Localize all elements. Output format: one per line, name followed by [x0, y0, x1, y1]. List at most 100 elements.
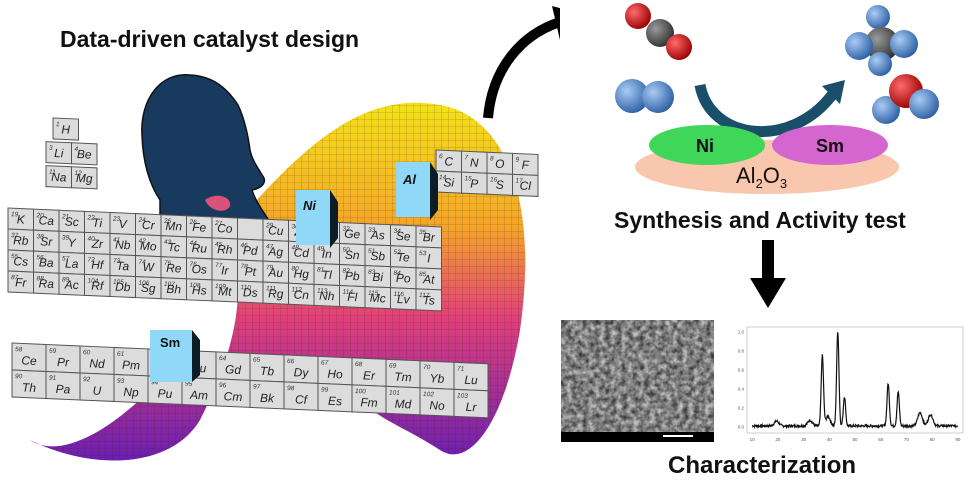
atomic-number: 81 — [317, 266, 325, 273]
element-tile: 4Be — [71, 142, 98, 166]
element-symbol: Cd — [294, 245, 310, 260]
atomic-number: 9 — [516, 156, 520, 163]
design-title: Data-driven catalyst design — [60, 26, 360, 52]
al-cube-label: Al — [402, 172, 416, 187]
atomic-number: 61 — [117, 351, 125, 358]
element-symbol: Dy — [294, 365, 310, 380]
curved-arrow-icon — [483, 6, 560, 119]
atomic-number: 17 — [516, 177, 524, 184]
element-symbol: Y — [68, 236, 77, 250]
atomic-number: 41 — [113, 237, 121, 244]
atomic-number: 22 — [87, 214, 96, 221]
reaction-scheme: Ni Sm Al2O3 — [615, 3, 939, 194]
atomic-number: 11 — [49, 169, 56, 176]
atomic-number: 45 — [215, 241, 223, 248]
support-formula: Al2O3 — [736, 163, 787, 191]
sm-cube: Sm — [150, 330, 200, 382]
atomic-number: 90 — [15, 373, 23, 380]
tile-background — [71, 166, 98, 190]
ch4-molecule-icon — [845, 5, 918, 76]
xrd-y-tick-label: 0.4 — [738, 387, 745, 392]
atomic-number: 101 — [389, 389, 400, 396]
ni-label: Ni — [696, 136, 714, 156]
atomic-number: 97 — [253, 384, 261, 391]
sm-particle — [772, 125, 888, 165]
atomic-number: 67 — [321, 359, 329, 366]
element-tile: 39Y — [58, 230, 85, 254]
atomic-number: 77 — [215, 262, 223, 269]
atomic-number: 14 — [439, 174, 447, 181]
atomic-number: 7 — [465, 154, 469, 161]
atomic-number: 114 — [343, 289, 354, 296]
atomic-number: 109 — [215, 283, 226, 290]
atomic-number: 29 — [265, 222, 274, 229]
atomic-number: 111 — [266, 285, 276, 292]
element-symbol: Bi — [372, 270, 383, 284]
atomic-number: 113 — [317, 287, 328, 294]
element-symbol: La — [65, 256, 79, 271]
atomic-number: 48 — [292, 244, 300, 251]
element-tile: 16S — [486, 172, 513, 196]
element-symbol: W — [143, 260, 156, 275]
element-symbol: Cr — [142, 218, 156, 233]
element-symbol: Ge — [344, 227, 360, 242]
element-symbol: Db — [115, 280, 131, 295]
atomic-number: 96 — [219, 382, 227, 389]
element-symbol: S — [496, 178, 504, 192]
atomic-number: 20 — [36, 212, 45, 219]
element-symbol: Ca — [39, 213, 55, 228]
reaction-arrow-icon — [694, 80, 845, 138]
element-symbol: Au — [267, 265, 283, 280]
xrd-x-tick-label: 70 — [904, 437, 910, 442]
atomic-number: 104 — [88, 277, 99, 284]
sem-image — [561, 320, 714, 442]
atomic-number: 76 — [190, 261, 198, 268]
element-symbol: Co — [217, 221, 233, 236]
tile-background — [237, 217, 264, 241]
atomic-number: 64 — [219, 355, 227, 362]
element-symbol: Te — [397, 250, 410, 265]
atomic-number: 105 — [113, 279, 124, 286]
element-symbol: Ti — [92, 216, 102, 230]
element-tile: 19K — [7, 207, 34, 231]
atomic-number: 60 — [83, 349, 91, 356]
element-symbol: Rf — [91, 279, 105, 294]
element-symbol: Yb — [430, 371, 445, 386]
atomic-number: 71 — [457, 365, 465, 372]
synthesis-title: Synthesis and Activity test — [614, 207, 906, 233]
element-symbol: Lu — [464, 373, 478, 388]
atomic-number: 53 — [419, 250, 427, 257]
element-symbol: Ds — [243, 285, 258, 300]
atomic-number: 49 — [317, 245, 325, 252]
tile-background — [52, 117, 79, 141]
atomic-number: 93 — [117, 378, 125, 385]
xrd-y-tick-label: 1.0 — [738, 330, 745, 335]
atomic-number: 78 — [241, 263, 249, 270]
element-tile: 23V — [109, 211, 136, 236]
atomic-number: 43 — [164, 239, 172, 246]
